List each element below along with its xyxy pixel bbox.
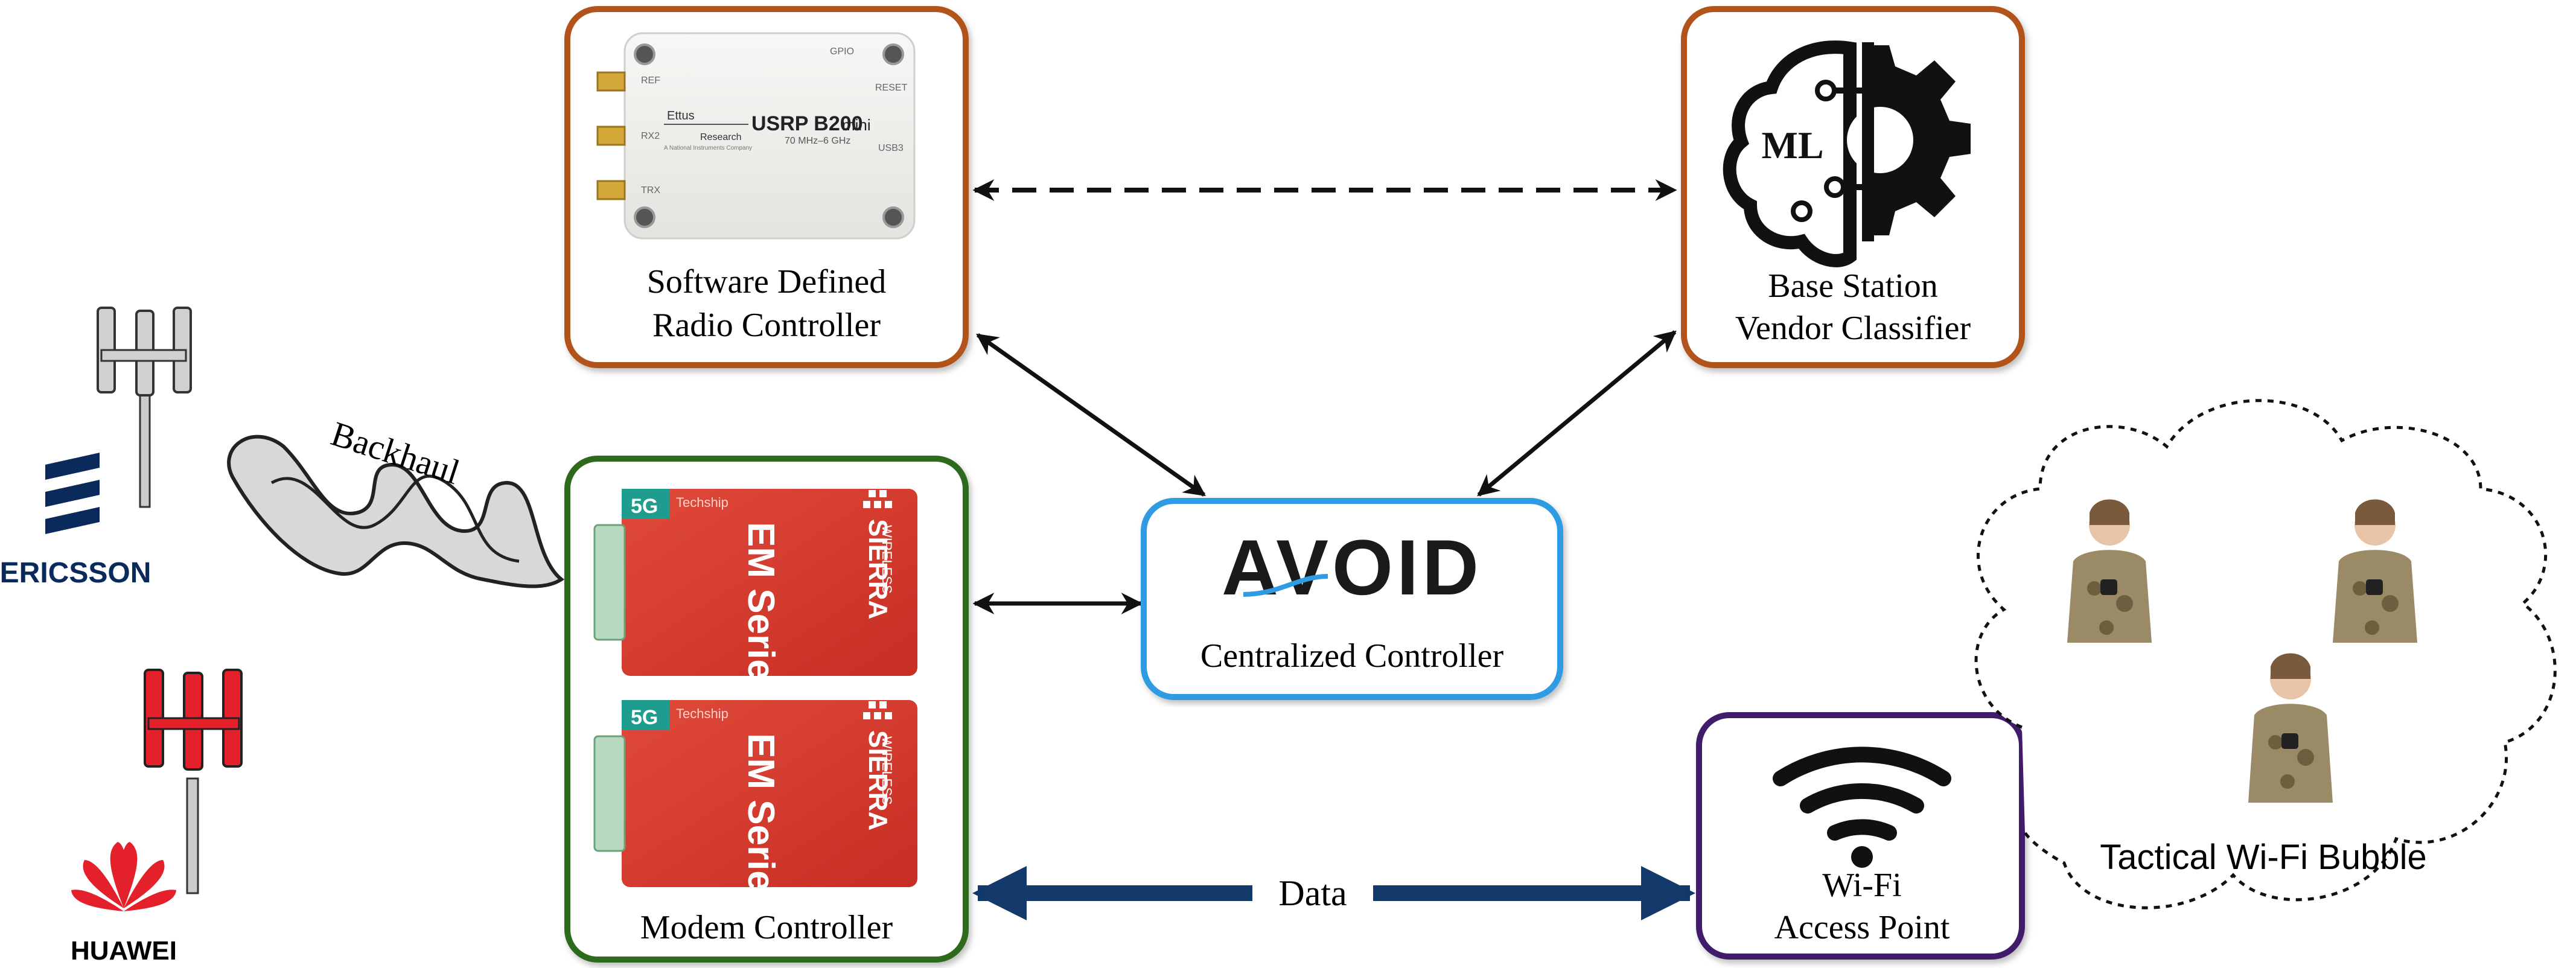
modem-card: 5G Techship EM Series SIERRA WIRELESS [593,489,917,701]
bubble-label: Tactical Wi-Fi Bubble [2100,838,2426,877]
device-model-suffix: mini [842,116,871,134]
soldier-figure [2067,499,2152,643]
huawei-logo-icon: HUAWEI [71,842,177,966]
wifi-access-point-node[interactable]: Wi-Fi Access Point [1696,712,2025,960]
modem-label: Modem Controller [640,909,893,946]
avoid-logo: AVOID [1222,523,1482,611]
ericsson-tower-icon [97,307,192,508]
screw-icon [634,43,655,65]
huawei-tower-icon [144,669,243,894]
port-gpio-label: GPIO [830,46,854,57]
soldier-figure [2333,499,2417,643]
sdr-central-arrow [976,333,1206,497]
card-series: EM Series [740,522,782,701]
port-reset-label: RESET [875,83,908,93]
sdr-label-line1: Software Defined [647,263,887,301]
card-brand: SIERRA [863,730,893,830]
sdr-label-line2: Radio Controller [652,307,881,344]
device-brand-sub: Research [700,132,741,142]
card-series: EM Series [740,733,782,912]
tactical-wifi-bubble: Tactical Wi-Fi Bubble [1974,399,2557,909]
ericsson-label: ERICSSON [0,557,151,589]
sierra-logo-icon [863,490,892,508]
card-brand: SIERRA [863,519,893,619]
card-brand-sub: WIRELESS [879,525,894,594]
central-controller-node[interactable]: AVOID Centralized Controller [1141,498,1563,700]
usrp-device-image: REF RX2 TRX GPIO RESET USB3 Ettus Resear… [596,32,916,240]
data-label: Data [1278,873,1347,913]
screw-icon [634,206,655,228]
ericsson-logo-icon: ERICSSON [0,453,151,589]
device-model: USRP B200 [751,112,863,135]
modem-controller-node[interactable]: 5G Techship EM Series SIERRA WIRELESS 5G… [564,456,969,963]
port-rx2-label: RX2 [641,131,660,141]
classifier-node[interactable]: ML Base Station Vendor Classifier [1681,6,2025,368]
device-company: A National Instruments Company [664,145,752,151]
sdr-controller-node[interactable]: REF RX2 TRX GPIO RESET USB3 Ettus Resear… [564,6,969,368]
device-brand: Ettus [667,109,695,123]
sma-connector-icon [596,71,626,200]
port-ref-label: REF [641,75,660,86]
wifi-label-line1: Wi-Fi [1822,867,1902,904]
ml-brain-gear-icon: ML [1723,40,1971,267]
card-maker: Techship [676,495,728,510]
huawei-label: HUAWEI [71,936,177,966]
card-maker: Techship [676,706,728,721]
connectors: Data [972,179,1695,920]
soldier-figure [2248,653,2333,803]
ml-icon-text: ML [1761,124,1823,167]
screw-icon [882,206,904,228]
classifier-central-arrow [1477,330,1677,497]
device-freq: 70 MHz–6 GHz [785,136,850,146]
data-label-bg [1252,866,1373,920]
classifier-label-line2: Vendor Classifier [1735,310,1971,347]
modem-card: 5G Techship EM Series SIERRA WIRELESS [593,700,917,912]
card-badge: 5G [631,495,658,518]
card-brand-sub: WIRELESS [879,736,894,805]
wifi-label-line2: Access Point [1774,909,1950,946]
wifi-icon [1773,747,1951,868]
sierra-logo-icon [863,701,892,719]
avoid-logo-swoosh [1243,574,1328,597]
port-trx-label: TRX [641,185,660,196]
backhaul-cable-icon [227,435,565,588]
card-badge: 5G [631,706,658,729]
central-label: Centralized Controller [1200,637,1504,675]
classifier-label-line1: Base Station [1768,267,1938,305]
port-usb-label: USB3 [878,143,904,153]
screw-icon [882,43,904,65]
